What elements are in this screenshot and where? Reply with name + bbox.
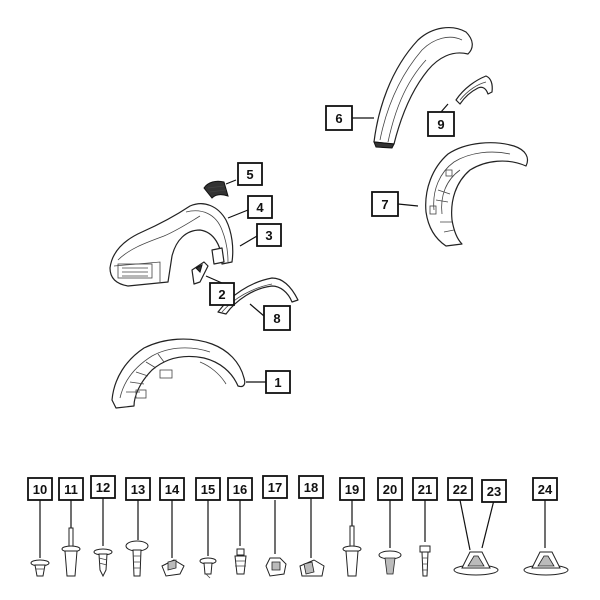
callout-6: 6 — [325, 105, 353, 131]
callout-7-label: 7 — [381, 197, 388, 212]
callout-15-label: 15 — [201, 482, 215, 497]
callout-6-label: 6 — [335, 111, 342, 126]
fastener-16 — [234, 548, 247, 575]
callout-20-label: 20 — [383, 482, 397, 497]
callout-5-label: 5 — [246, 167, 253, 182]
callout-19-label: 19 — [345, 482, 359, 497]
callout-22: 22 — [447, 477, 473, 501]
callout-17: 17 — [262, 475, 288, 499]
callout-23-label: 23 — [487, 484, 501, 499]
fastener-14 — [161, 559, 185, 577]
callout-3: 3 — [256, 223, 282, 247]
callout-17-label: 17 — [268, 480, 282, 495]
fastener-19 — [342, 525, 362, 577]
callout-7: 7 — [371, 191, 399, 217]
callout-12: 12 — [90, 475, 116, 499]
callout-21-label: 21 — [418, 482, 432, 497]
fastener-17 — [265, 557, 287, 577]
callout-16: 16 — [227, 477, 253, 501]
callout-2-label: 2 — [218, 287, 225, 302]
fastener-21 — [419, 545, 431, 577]
leader-lines — [39, 103, 546, 558]
callout-11-label: 11 — [64, 482, 78, 497]
fastener-10 — [30, 559, 50, 577]
part-6-rear-flare — [373, 26, 473, 149]
callout-4-label: 4 — [256, 200, 264, 215]
callout-1-label: 1 — [274, 375, 281, 390]
callout-18-label: 18 — [304, 480, 318, 495]
callout-10-label: 10 — [33, 482, 47, 497]
callout-14-label: 14 — [165, 482, 180, 497]
part-4-front-flare — [109, 203, 234, 287]
part-7-rear-liner — [425, 142, 529, 247]
fastener-22-23 — [453, 551, 499, 576]
callout-14: 14 — [159, 477, 185, 501]
callout-24-label: 24 — [538, 482, 553, 497]
fastener-18 — [299, 559, 325, 577]
callout-9-label: 9 — [437, 117, 444, 132]
part-3-bracket — [211, 247, 225, 265]
callout-9: 9 — [427, 111, 455, 137]
part-2-bracket — [191, 261, 209, 285]
callout-15: 15 — [195, 477, 221, 501]
callout-20: 20 — [377, 477, 403, 501]
fastener-13 — [125, 540, 149, 577]
callout-5: 5 — [237, 162, 263, 186]
callout-12-label: 12 — [96, 480, 110, 495]
callout-13-label: 13 — [131, 482, 145, 497]
callout-19: 19 — [339, 477, 365, 501]
part-8-flare-trim — [217, 277, 299, 315]
part-9-flare-trim — [455, 75, 493, 105]
callout-23: 23 — [481, 479, 507, 503]
callout-8-label: 8 — [273, 311, 280, 326]
fastener-12 — [93, 548, 113, 578]
fastener-24 — [523, 551, 569, 576]
callout-10: 10 — [27, 477, 53, 501]
callout-2: 2 — [209, 282, 235, 306]
fastener-11 — [61, 527, 81, 577]
fastener-15 — [199, 557, 217, 579]
part-5-trim-piece — [203, 180, 229, 199]
callout-16-label: 16 — [233, 482, 247, 497]
callout-1: 1 — [265, 370, 291, 394]
callout-13: 13 — [125, 477, 151, 501]
callout-18: 18 — [298, 475, 324, 499]
part-1-front-liner — [111, 338, 246, 409]
fastener-20 — [378, 550, 402, 575]
callout-22-label: 22 — [453, 482, 467, 497]
callout-8: 8 — [263, 305, 291, 331]
callout-21: 21 — [412, 477, 438, 501]
callout-24: 24 — [532, 477, 558, 501]
callout-3-label: 3 — [265, 228, 272, 243]
callout-11: 11 — [58, 477, 84, 501]
callout-4: 4 — [247, 195, 273, 219]
